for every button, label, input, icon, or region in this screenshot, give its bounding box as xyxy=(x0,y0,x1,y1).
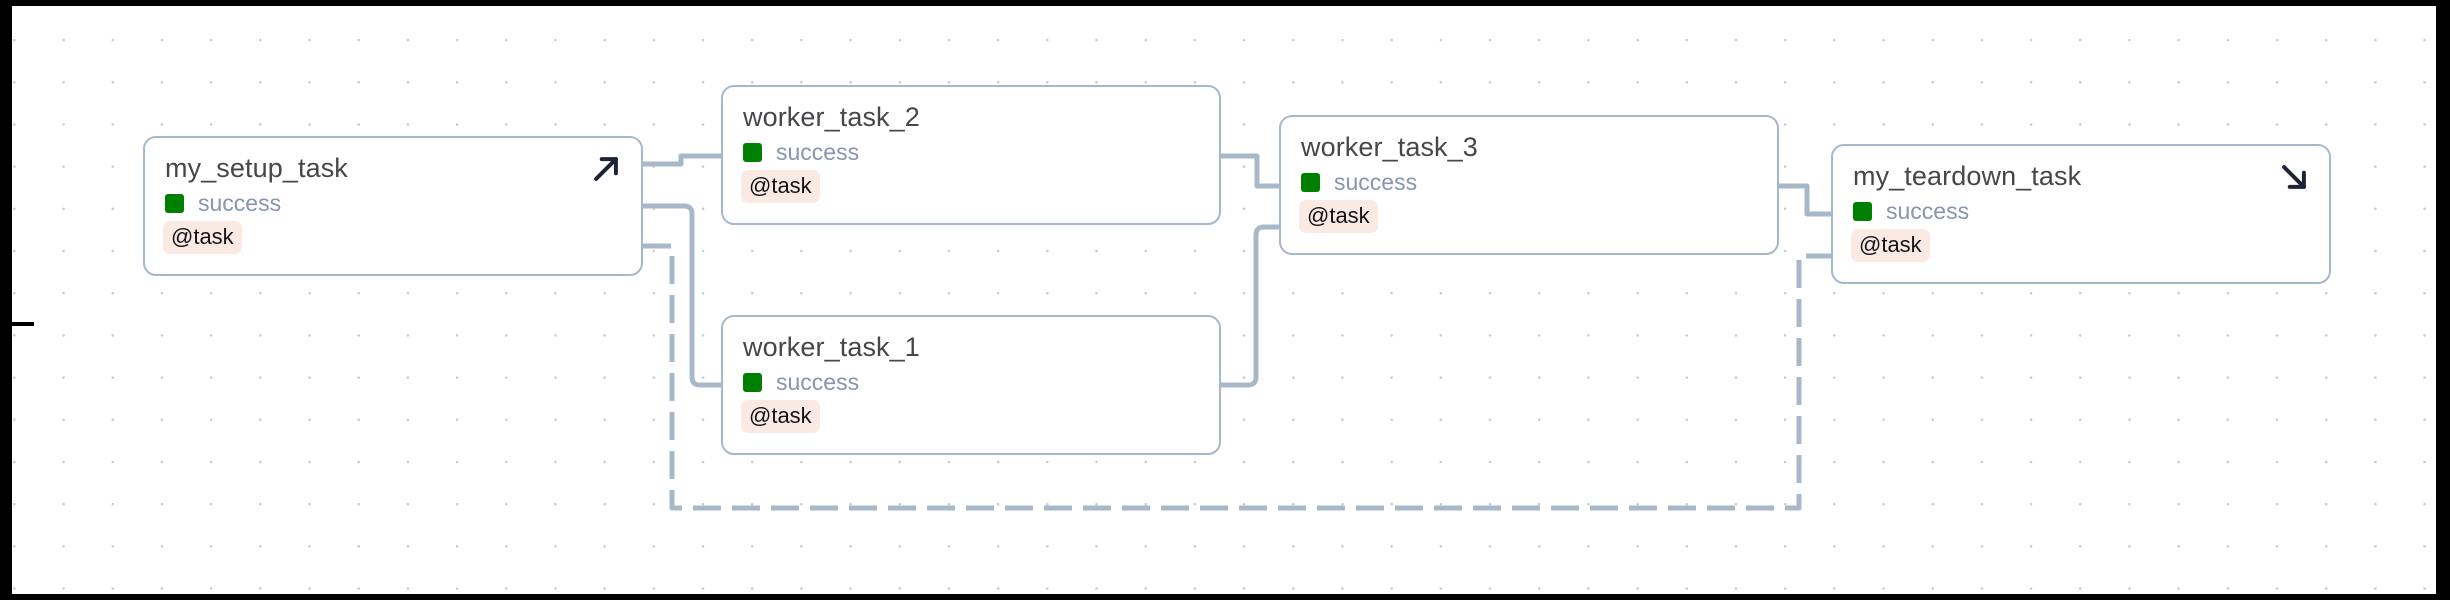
task-type-badge: @task xyxy=(1299,200,1378,233)
task-node-title: my_setup_task xyxy=(165,153,348,183)
task-state-label: success xyxy=(1886,198,1970,224)
task-type-badge: @task xyxy=(741,170,820,203)
task-node-worker-task-2[interactable]: worker_task_2 success @task xyxy=(721,85,1221,225)
task-node-title: worker_task_3 xyxy=(1301,132,1478,162)
task-node-state: success xyxy=(743,369,859,395)
edge-setup-to-worker1 xyxy=(643,203,721,388)
task-node-title: worker_task_2 xyxy=(743,102,920,132)
task-state-label: success xyxy=(198,190,282,216)
edge-worker3-to-teardown xyxy=(1779,183,1831,217)
task-type-badge: @task xyxy=(1851,229,1930,262)
edge-layer xyxy=(643,153,1831,511)
task-node-my-setup-task[interactable]: my_setup_task success @task xyxy=(143,136,643,276)
arrow-up-right-icon xyxy=(589,152,623,186)
task-node-state: success xyxy=(743,139,859,165)
task-node-title: worker_task_1 xyxy=(743,332,920,362)
success-square-icon xyxy=(165,193,184,213)
task-node-state: success xyxy=(1853,198,1969,224)
task-node-state: success xyxy=(1301,169,1417,195)
task-state-label: success xyxy=(776,139,860,165)
edge-worker1-to-worker3 xyxy=(1221,224,1279,388)
success-square-icon xyxy=(1301,172,1320,192)
success-square-icon xyxy=(743,142,762,162)
task-node-state: success xyxy=(165,190,281,216)
edge-worker2-to-worker3 xyxy=(1221,153,1279,189)
task-state-label: success xyxy=(1334,169,1418,195)
task-node-worker-task-1[interactable]: worker_task_1 success @task xyxy=(721,315,1221,455)
task-node-title: my_teardown_task xyxy=(1853,161,2082,191)
task-state-label: success xyxy=(776,369,860,395)
graph-dot-grid-surface[interactable]: my_setup_task success @task worker_task_… xyxy=(12,6,2436,594)
task-node-worker-task-3[interactable]: worker_task_3 success @task xyxy=(1279,115,1779,255)
task-type-badge: @task xyxy=(741,400,820,433)
task-type-badge: @task xyxy=(163,221,242,254)
task-node-my-teardown-task[interactable]: my_teardown_task success @task xyxy=(1831,144,2331,284)
edge-setup-to-worker2 xyxy=(643,153,721,167)
success-square-icon xyxy=(743,372,762,392)
success-square-icon xyxy=(1853,201,1872,221)
arrow-down-right-icon xyxy=(2277,160,2311,194)
left-edge-marker xyxy=(12,322,34,326)
